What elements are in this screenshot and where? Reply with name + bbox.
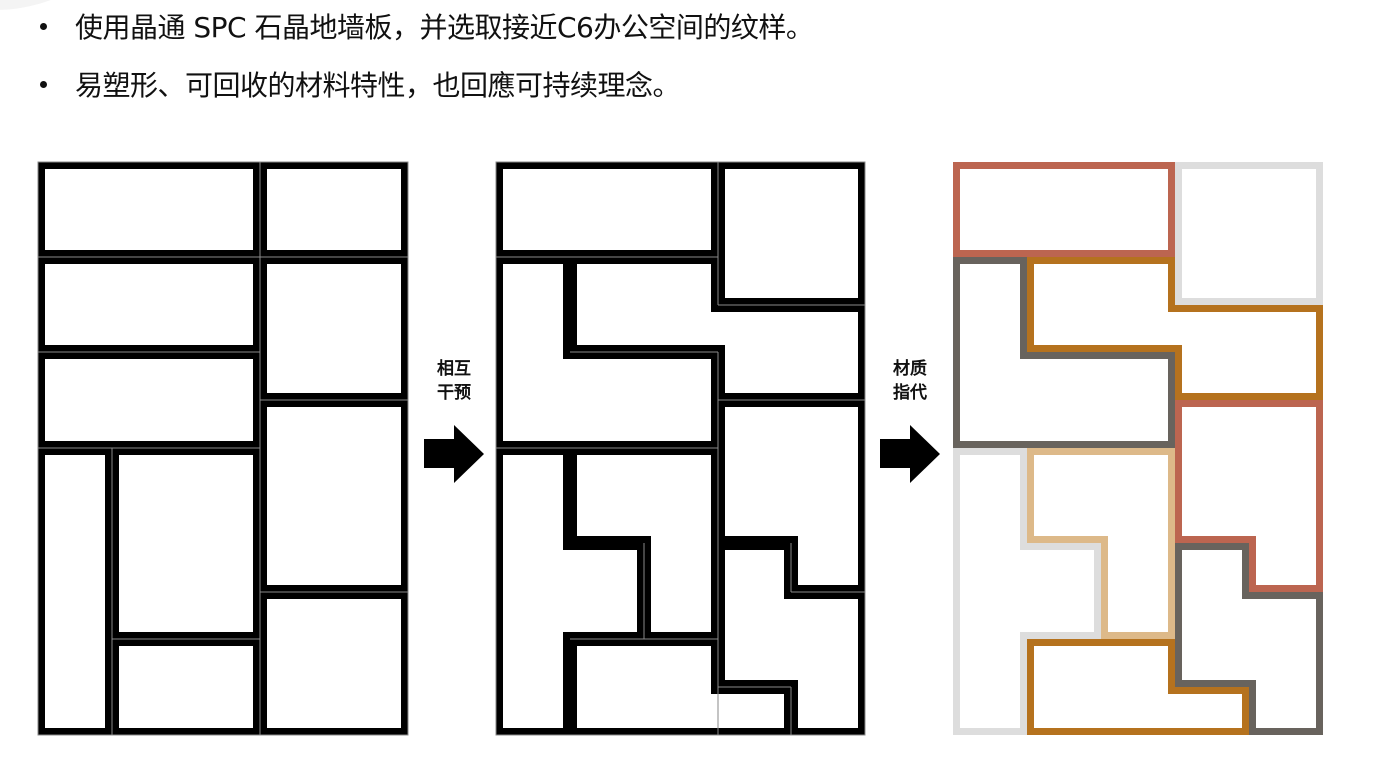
step-label-material: 材质 指代 [875,357,945,405]
original-grid-seams [37,161,409,736]
arrow-right-icon [880,425,940,483]
bullet-text: 易塑形、可回收的材料特性，也回應可持续理念。 [75,69,681,102]
tile [112,448,260,639]
tile-warm-gray [953,257,1175,448]
step-label-interfere: 相互 干预 [419,357,489,405]
tile [112,639,260,735]
step-label-line: 相互 [437,359,471,379]
bullet-item: 易塑形、可回收的材料特性，也回應可持续理念。 [36,64,681,104]
tile [496,162,718,257]
arrow-right-icon [424,425,484,483]
tile-light-gray [953,448,1101,735]
tile-ochre [1027,639,1249,735]
step-label-line: 材质 [893,359,927,379]
tile [260,162,408,257]
tile [260,400,408,592]
tile-light-gray [1175,162,1323,305]
tile [570,639,791,735]
tile [718,162,865,305]
material-grid-diagram [953,162,1323,735]
bullet-text: 使用晶通 SPC 石晶地墙板，并选取接近C6办公空间的纹样。 [75,11,814,44]
tile [718,400,865,592]
step-label-line: 干预 [437,383,471,403]
step-label-line: 指代 [893,383,927,403]
tile [260,257,408,400]
tile [38,162,260,257]
tile-terracotta [953,162,1175,257]
tile [496,448,644,735]
tile [38,448,112,735]
tile-terracotta [1175,400,1323,592]
bullet-item: 使用晶通 SPC 石晶地墙板，并选取接近C6办公空间的纹样。 [36,6,814,46]
interleaved-grid-seams [495,161,866,736]
tile [38,257,260,352]
tile [260,592,408,735]
bullet-dot-icon [40,80,47,88]
tile [38,352,260,448]
original-grid-diagram [38,162,408,735]
bullet-dot-icon [40,22,47,30]
